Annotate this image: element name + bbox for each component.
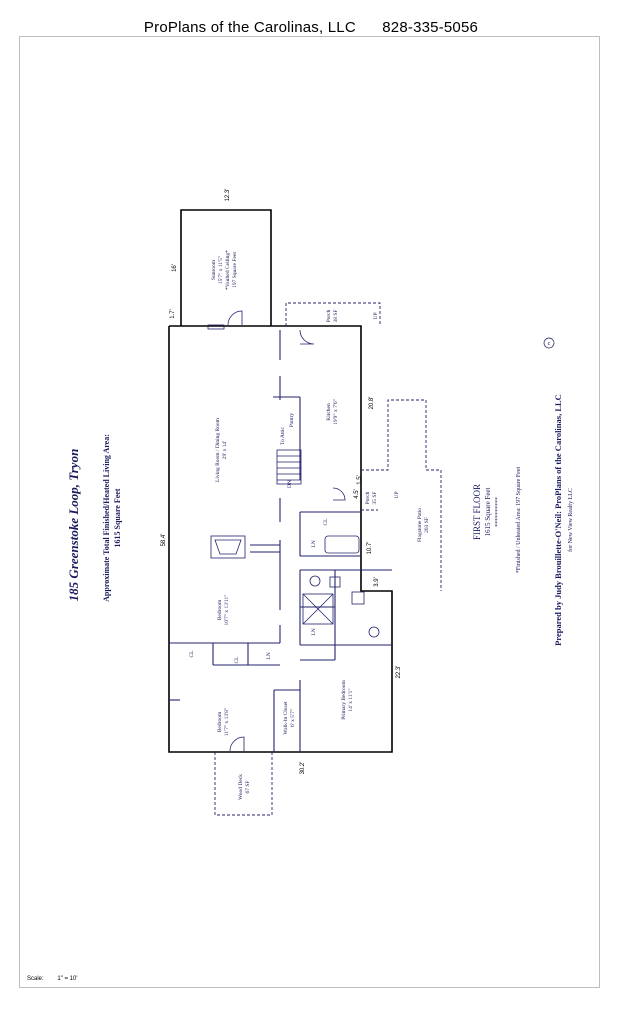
sunroom-note: *Vaulted Ceiling*: [225, 250, 231, 290]
interior-walls: [168, 330, 392, 752]
sunroom-area: 197 Square Feet: [232, 252, 238, 288]
copyright-icon-glyph: c: [548, 341, 551, 347]
sunroom-size: 15'7" x 11'5": [218, 256, 224, 284]
porch-top-name: Porch: [326, 309, 332, 322]
company-name: ProPlans of the Carolinas, LLC: [143, 19, 356, 36]
stairs-dn: DN: [287, 480, 293, 488]
scale-value: 1" = 10': [57, 976, 78, 982]
porch-mid-name: Porch: [365, 491, 371, 504]
attic-label: To Attic: [280, 427, 286, 445]
kitchen-closet-label: CL: [323, 518, 329, 526]
dim-20-8: 20.8': [369, 397, 375, 410]
dim-3-9: 3.9': [374, 577, 380, 587]
area-value: 1615 Square Feet: [113, 488, 122, 547]
dim-16: 16': [172, 264, 178, 272]
porch-top-up: UP: [373, 312, 379, 319]
unheated-note: *Finished / Unheated Area: 197 Square Fe…: [516, 467, 522, 574]
copyright-icon: [543, 337, 555, 349]
exterior-walls: [168, 209, 393, 753]
deck-name: Wood Deck: [238, 774, 244, 800]
floor-stars: **********: [495, 497, 501, 527]
kitchen-name: Kitchen: [326, 403, 332, 421]
linen-label-3: LN: [266, 652, 272, 659]
floor-area: 1615 Square Feet: [484, 487, 492, 536]
area-label: Approximate Total Finished/Heated Living…: [102, 434, 111, 602]
dim-30-2: 30.2': [300, 762, 306, 775]
walkin-size: 6' x 5'7": [290, 709, 296, 727]
dim-1-7: 1.7': [170, 309, 176, 319]
company-phone: 828-335-5056: [382, 19, 479, 36]
dim-10-7: 10.7': [367, 542, 373, 555]
primary-name: Primary Bedroom: [341, 680, 347, 720]
deck-area: 67 SF: [245, 781, 251, 794]
bedroom1-size: 11'7" x 13'8": [224, 708, 230, 736]
property-address: 185 Greenstoke Loop, Tryon: [66, 449, 81, 602]
floor-name: FIRST FLOOR: [472, 484, 482, 540]
prepared-by: Prepared by Judy Brouillette-O'Neil: Pro…: [553, 394, 563, 646]
living-name: Living Room / Dining Room: [215, 417, 221, 482]
porch-mid-area: 35 SF: [372, 492, 378, 505]
sunroom-name: Sunroom: [211, 259, 217, 280]
linen-label-1: LN: [311, 540, 317, 547]
fixtures: [207, 310, 380, 752]
scale-label: Scale:: [27, 976, 44, 982]
patio-name: Flagstone Patio: [417, 508, 423, 542]
dim-12-3: 12.3': [225, 189, 231, 202]
dim-1-5: 1.5': [357, 475, 363, 485]
stairs: [276, 449, 302, 485]
dim-4-5: 4.5': [354, 489, 360, 499]
bedroom2-size: 10'7" x 13'11": [224, 594, 230, 625]
credits-block: Prepared by Judy Brouillette-O'Neil: Pro…: [543, 337, 574, 646]
patio-area: 203 SF: [424, 517, 430, 533]
bedroom1-name: Bedroom: [217, 711, 223, 732]
closet-label-1: CL: [189, 650, 195, 658]
dim-22-3: 22.3': [396, 666, 402, 679]
pantry-label: Pantry: [289, 413, 295, 428]
patio-up: UP: [394, 491, 400, 498]
room-labels: Sunroom 15'7" x 11'5" *Vaulted Ceiling* …: [189, 250, 430, 800]
walkin-name: Walk-In Closet: [283, 701, 289, 735]
primary-size: 14' x 11'1": [348, 688, 354, 711]
plan-frame: [19, 36, 600, 988]
dimension-labels: 12.3' 16' 1.7' 20.8' 4.5' 1.5' 58.4' 10.…: [161, 189, 402, 775]
linen-label-2: LN: [311, 628, 317, 635]
exterior-areas: [214, 302, 442, 816]
floor-block: FIRST FLOOR 1615 Square Feet ********** …: [472, 467, 522, 574]
living-size: 29' x 14': [222, 441, 228, 459]
porch-top-area: 38 SF: [333, 310, 339, 323]
scale-note: Scale: 1" = 10': [27, 976, 77, 982]
dim-58-4: 58.4': [161, 534, 167, 547]
page-header: ProPlans of the Carolinas, LLC 828-335-5…: [0, 19, 622, 36]
closet-label-2: CL: [234, 656, 240, 664]
prepared-for: for New View Realty LLC: [567, 488, 574, 552]
bedroom2-name: Bedroom: [217, 599, 223, 620]
kitchen-size: 19'9" x 7'6": [333, 399, 339, 425]
title-block: 185 Greenstoke Loop, Tryon Approximate T…: [66, 434, 122, 602]
